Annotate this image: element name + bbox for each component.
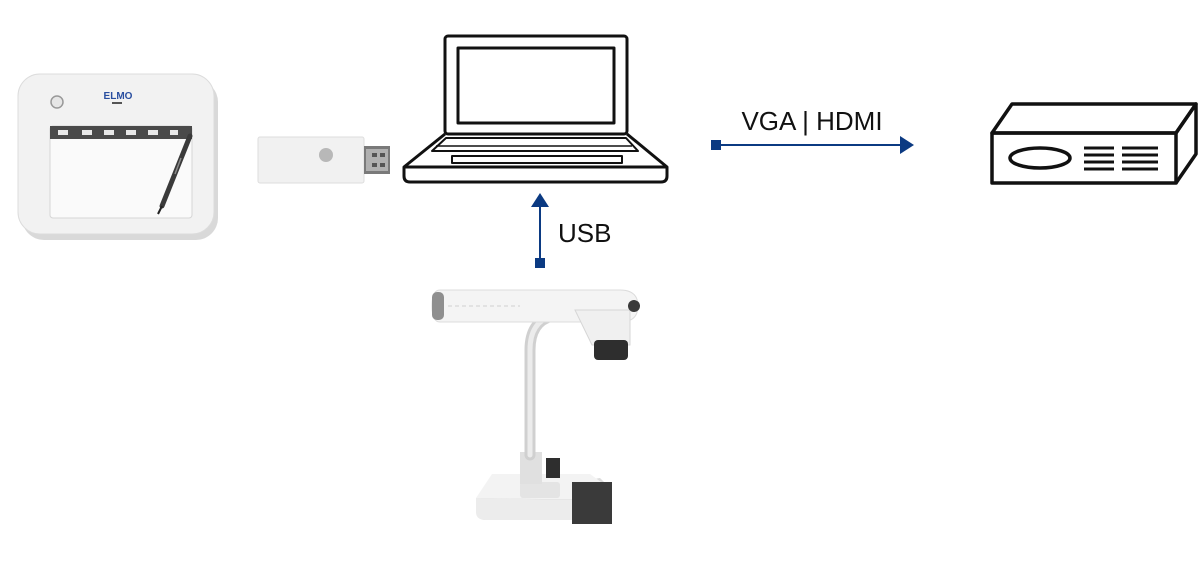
vga-hdmi-connector: VGA | HDMI [711, 106, 914, 154]
usb-connector: USB [531, 193, 611, 268]
laptop-icon [402, 34, 669, 184]
vga-hdmi-label: VGA | HDMI [741, 106, 882, 136]
wireless-tablet: ELMO [17, 73, 218, 240]
usb-label: USB [558, 218, 611, 248]
usb-receiver [257, 136, 390, 184]
arrow-right-icon [900, 136, 914, 154]
tablet-toolbar-icons [58, 130, 178, 135]
stylus-pen [157, 133, 193, 215]
projector-icon [990, 102, 1198, 185]
tablet-brand-logo: ELMO [104, 91, 133, 102]
tablet-power-icon [50, 95, 64, 109]
arrow-up-icon [531, 193, 549, 207]
document-camera [431, 289, 640, 524]
